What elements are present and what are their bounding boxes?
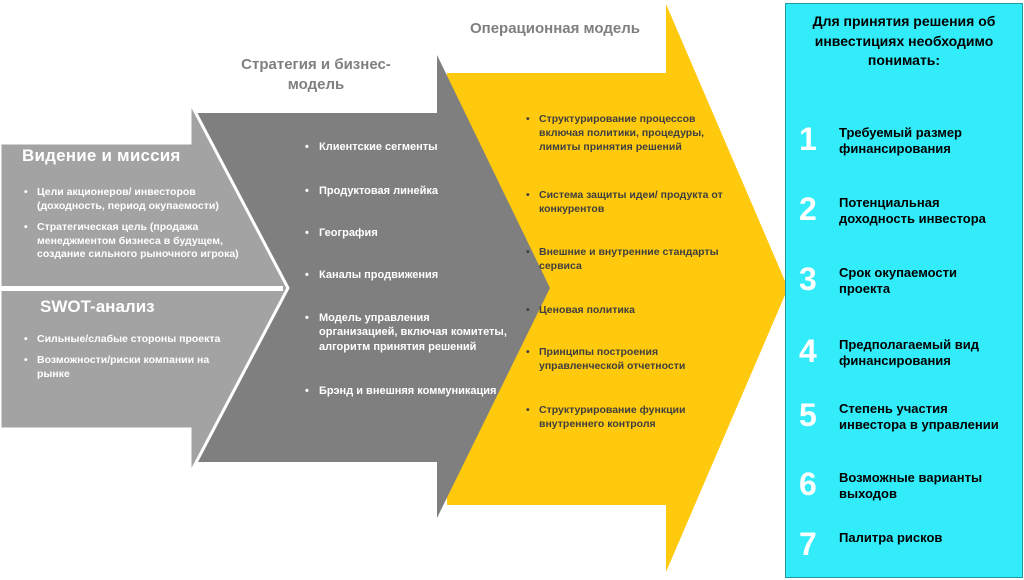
bullet-item: Стратегическая цель (продажа менеджменто… [22, 221, 260, 263]
item-number: 4 [799, 333, 817, 369]
operational-bullet-list: Структурирование процессов включая полит… [524, 0, 730, 580]
bullet-item: Брэнд и внешняя коммуникация [303, 384, 508, 399]
panel-item: 6 Возможные варианты выходов [799, 468, 1011, 503]
swot-divider [0, 286, 283, 291]
bullet-item: Цели акционеров/ инвесторов (доходность,… [22, 186, 260, 214]
bullet-item: Внешние и внутренние стандарты сервиса [524, 245, 730, 273]
item-number: 7 [799, 526, 817, 562]
bullet-item: География [303, 226, 508, 241]
panel-item: 1 Требуемый размер финансирования [799, 123, 1011, 158]
panel-item: 3 Срок окупаемости проекта [799, 263, 1011, 298]
bullet-item: Сильные/слабые стороны проекта [22, 333, 234, 347]
operational-stage-title: Операционная модель [469, 20, 641, 37]
panel-item: 7 Палитра рисков [799, 528, 1011, 560]
bullet-item: Ценовая политика [524, 303, 730, 317]
item-label: Палитра рисков [839, 530, 943, 545]
swot-bullet-list: Сильные/слабые стороны проекта Возможнос… [22, 333, 234, 389]
item-number: 1 [799, 121, 817, 157]
strategy-arrow [193, 55, 550, 518]
item-label: Степень участия инвестора в управлении [839, 401, 999, 433]
panel-title: Для принятия решения об инвестициях необ… [812, 13, 996, 69]
bullet-item: Модель управления организацией, включая … [303, 311, 508, 354]
item-label: Срок окупаемости проекта [839, 265, 958, 297]
item-label: Предполагаемый вид финансирования [839, 337, 979, 369]
item-number: 5 [799, 397, 817, 433]
swot-section-title: SWOT-анализ [40, 297, 155, 316]
bullet-item: Структурирование процессов включая полит… [524, 112, 730, 155]
item-number: 6 [799, 466, 817, 502]
panel-item: 5 Степень участия инвестора в управлении [799, 399, 1011, 434]
panel-item: 2 Потенциальная доходность инвестора [799, 193, 1011, 228]
vision-section-title: Видение и миссия [22, 146, 181, 165]
bullet-item: Возможности/риски компании на рынке [22, 354, 234, 382]
bullet-item: Принципы построения управленческой отчет… [524, 345, 730, 373]
item-number: 2 [799, 191, 817, 227]
strategy-stage-title: Стратегия и бизнес-модель [241, 56, 391, 94]
bullet-item: Каналы продвижения [303, 268, 508, 283]
item-label: Возможные варианты выходов [839, 470, 983, 502]
vision-bullet-list: Цели акционеров/ инвесторов (доходность,… [22, 186, 260, 269]
item-label: Требуемый размер финансирования [839, 125, 962, 157]
panel-item: 4 Предполагаемый вид финансирования [799, 335, 1011, 370]
bullet-item: Продуктовая линейка [303, 184, 508, 199]
item-label: Потенциальная доходность инвестора [839, 195, 986, 227]
item-number: 3 [799, 261, 817, 297]
bullet-item: Клиентские сегменты [303, 140, 508, 155]
bullet-item: Структурирование функции внутреннего кон… [524, 403, 730, 431]
decision-criteria-panel: Для принятия решения об инвестициях необ… [785, 3, 1023, 578]
strategy-bullet-list: Клиентские сегменты Продуктовая линейка … [303, 0, 508, 580]
bullet-item: Система защиты идеи/ продукта от конкуре… [524, 188, 730, 216]
